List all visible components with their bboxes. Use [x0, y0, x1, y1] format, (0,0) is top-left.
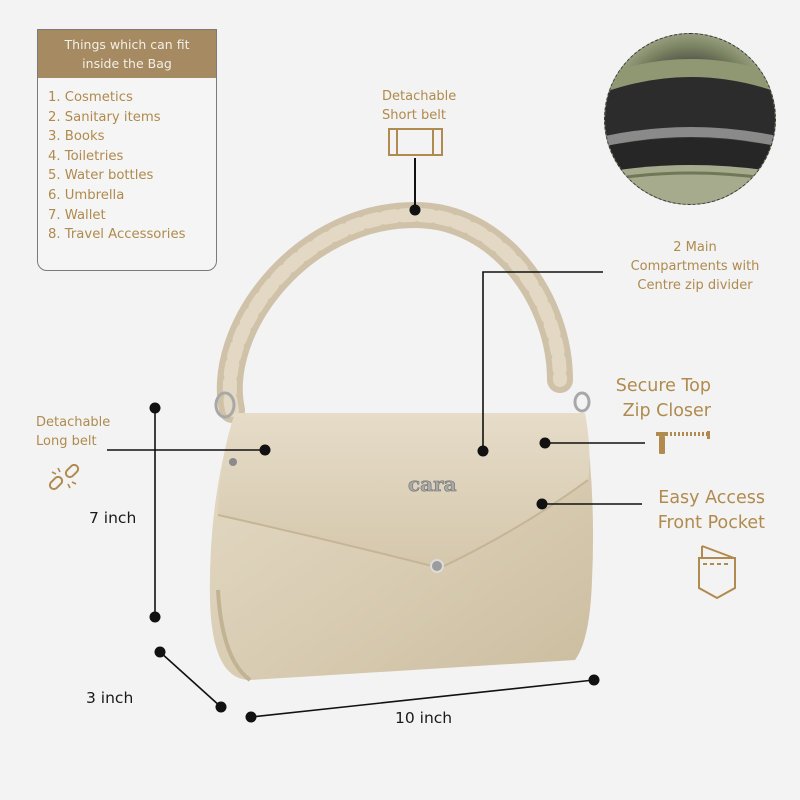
height-bottom-marker [149, 611, 161, 623]
long-belt-marker [259, 444, 271, 456]
depth-start-marker [154, 646, 166, 658]
width-end-marker [588, 674, 600, 686]
compartments-marker [477, 445, 489, 457]
list-item: 1. Cosmetics [48, 90, 133, 105]
items-box-title-line1: Things which can fit [64, 37, 190, 52]
interior-photo-inset [604, 33, 776, 205]
short-belt-callout: Detachable Short belt [382, 89, 457, 123]
width-dimension: 10 inch [395, 709, 453, 727]
items-box-title-line2: inside the Bag [82, 56, 172, 71]
list-item: 6. Umbrella [48, 187, 125, 203]
long-belt-callout: Detachable Long belt [36, 415, 111, 449]
list-item: 2. Sanitary items [48, 109, 161, 125]
list-item: 7. Wallet [48, 207, 106, 223]
list-item: 3. Books [48, 129, 105, 145]
height-top-marker [149, 402, 161, 414]
list-item: 4. Toiletries [48, 148, 124, 164]
belt-icon [388, 128, 443, 156]
depth-end-marker [215, 701, 227, 713]
items-info-box: Things which can fit inside the Bag 1. C… [37, 29, 217, 271]
zipper-icon [656, 431, 710, 454]
brand-logo: cara [408, 472, 457, 496]
width-start-marker [245, 711, 257, 723]
items-list: 1. Cosmetics 2. Sanitary items 3. Books … [38, 78, 216, 245]
compartments-callout: 2 Main Compartments with Centre zip divi… [630, 240, 760, 293]
pocket-icon [698, 545, 736, 600]
depth-dimension: 3 inch [86, 689, 134, 707]
list-item: 8. Travel Accessories [48, 227, 186, 243]
zip-callout: Secure Top Zip Closer [615, 376, 711, 421]
height-dimension: 7 inch [89, 509, 137, 527]
list-item: 5. Water bottles [48, 168, 154, 184]
broken-link-icon [48, 463, 80, 491]
zip-marker [539, 437, 551, 449]
items-box-header: Things which can fit inside the Bag [38, 30, 216, 78]
pocket-marker [536, 498, 548, 510]
short-belt-marker [409, 204, 421, 216]
pocket-callout: Easy Access Front Pocket [657, 488, 765, 533]
